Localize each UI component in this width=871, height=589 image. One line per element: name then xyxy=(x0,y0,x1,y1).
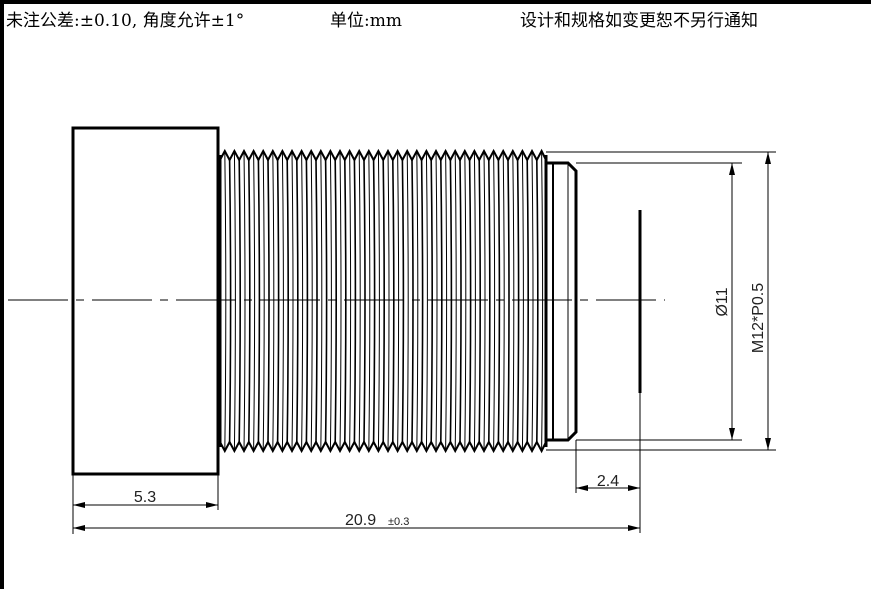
unit-note: 单位:mm xyxy=(330,11,402,31)
lens-flange xyxy=(71,126,220,476)
thread-crest-line xyxy=(512,150,515,452)
thread-root-line xyxy=(276,159,280,443)
thread-root-line xyxy=(305,159,309,443)
thread-crest-line xyxy=(541,150,544,452)
thread-crest-line xyxy=(243,150,246,452)
thread-bottom-profile xyxy=(219,439,547,454)
thread-crest-line xyxy=(416,150,419,452)
thread-root-line xyxy=(238,159,241,443)
notice-text: 设计和规格如变更恕不另行通知 xyxy=(520,11,758,31)
thread-root-line xyxy=(286,159,289,443)
thread-root-line xyxy=(507,159,510,443)
thread-root-line xyxy=(430,159,433,443)
thread-crest-line xyxy=(493,150,496,452)
thread-crest-line xyxy=(349,150,352,452)
thread-crest-line xyxy=(224,150,227,452)
total-length-tolerance: ±0.3 xyxy=(388,516,409,528)
thread-root-line xyxy=(248,159,251,443)
thread-crest-line xyxy=(339,150,342,452)
thread-root-line xyxy=(257,159,261,443)
extension-lines xyxy=(72,151,776,534)
thread-crest-line xyxy=(320,150,323,452)
thread-root-line xyxy=(478,159,481,443)
thread-crest-line xyxy=(301,150,304,452)
thread-root-line xyxy=(228,159,232,443)
thread-crest-line xyxy=(464,150,467,452)
thread-root-line xyxy=(296,159,299,443)
thread-crest-line xyxy=(281,150,284,452)
thread-root-line xyxy=(372,159,376,443)
thread-crest-line xyxy=(406,150,409,452)
thread-crest-line xyxy=(445,150,448,452)
thread-root-line xyxy=(324,159,328,443)
thread-crest-line xyxy=(262,150,265,452)
thread-crest-line xyxy=(521,150,524,452)
thread-crest-line xyxy=(483,150,486,452)
lens-front-barrel xyxy=(546,161,578,442)
thread-crest-line xyxy=(425,150,428,452)
thread-root-line xyxy=(536,159,539,443)
thread-crest-line xyxy=(502,150,505,452)
thread-root-line xyxy=(468,159,472,443)
thread-crest-line xyxy=(358,150,361,452)
thread-root-line xyxy=(363,159,366,443)
thread-root-line xyxy=(382,159,385,443)
thread-crest-line xyxy=(377,150,380,452)
thread-root-line xyxy=(516,159,520,443)
thread-crest-line xyxy=(397,150,400,452)
thread-root-line xyxy=(411,159,414,443)
thread-crest-line xyxy=(253,150,256,452)
thread-root-line xyxy=(392,159,395,443)
thread-crest-line xyxy=(531,150,534,452)
thread-root-line xyxy=(353,159,357,443)
thread-top-profile xyxy=(219,148,547,163)
total-length-label: 20.9 xyxy=(345,512,376,529)
thread-root-line xyxy=(497,159,501,443)
thread-root-line xyxy=(315,159,318,443)
thread-root-line xyxy=(344,159,347,443)
thread-spec-label: M12*P0.5 xyxy=(750,283,767,353)
thread-crest-line xyxy=(454,150,457,452)
diameter-label: Ø11 xyxy=(714,287,731,316)
thread-root-line xyxy=(440,159,443,443)
thread-crest-line xyxy=(473,150,476,452)
thread-root-line xyxy=(459,159,462,443)
flange-length-label: 5.3 xyxy=(134,489,156,506)
thread-crest-line xyxy=(387,150,390,452)
thread-root-line xyxy=(420,159,424,443)
thread-root-line xyxy=(334,159,337,443)
thread-crest-line xyxy=(435,150,438,452)
thread-root-line xyxy=(526,159,529,443)
thread-crest-line xyxy=(291,150,294,452)
thread-crest-line xyxy=(368,150,371,452)
thread-root-line xyxy=(449,159,453,443)
backfocus-label: 2.4 xyxy=(597,473,619,490)
thread-crest-line xyxy=(272,150,275,452)
thread-root-line xyxy=(267,159,270,443)
thread-crest-line xyxy=(310,150,313,452)
thread-root-line xyxy=(401,159,405,443)
thread-crest-line xyxy=(233,150,236,452)
thread-crest-line xyxy=(329,150,332,452)
lens-thread xyxy=(218,148,548,454)
thread-root-line xyxy=(488,159,491,443)
tolerance-note: 未注公差:±0.10, 角度允许±1° xyxy=(6,11,245,31)
